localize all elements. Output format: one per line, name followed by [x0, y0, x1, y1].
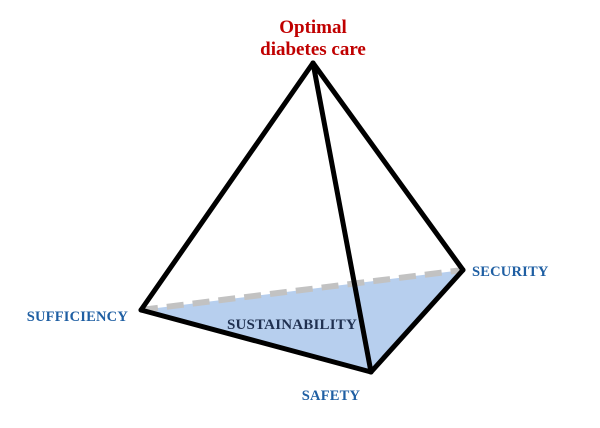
edge-apex-sufficiency	[138, 60, 316, 313]
hidden-edge-sufficiency-security	[140, 267, 464, 313]
label-sufficiency: SUFFICIENCY	[27, 309, 129, 325]
edge-apex-safety	[310, 60, 374, 375]
label-sustainability: SUSTAINABILITY	[227, 317, 357, 333]
edge-sufficiency-safety	[138, 307, 374, 375]
title-line-2: diabetes care	[260, 39, 366, 60]
title-line-1: Optimal	[279, 17, 347, 38]
edge-safety-security	[368, 267, 466, 375]
edge-apex-security	[310, 60, 466, 273]
base-face	[141, 270, 463, 372]
label-safety: SAFETY	[302, 388, 361, 404]
label-security: SECURITY	[472, 264, 549, 280]
